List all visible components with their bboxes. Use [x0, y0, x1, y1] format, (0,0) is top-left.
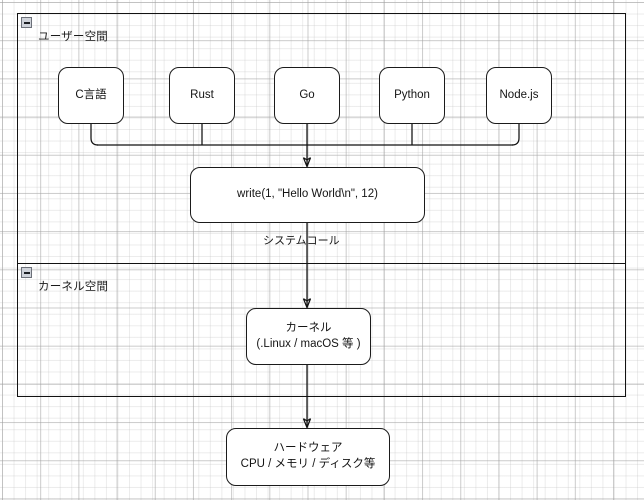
node-label: カーネル — [285, 321, 332, 334]
node-syscall-write[interactable]: write(1, "Hello World\n", 12) — [190, 167, 425, 223]
node-label: Node.js — [499, 88, 539, 101]
node-label: C言語 — [75, 88, 107, 101]
lane-kernel-space[interactable] — [17, 263, 626, 397]
node-hardware[interactable]: ハードウェア CPU / メモリ / ディスク等 — [226, 428, 390, 486]
node-language-go[interactable]: Go — [274, 67, 340, 124]
lane-label-user-space: ユーザー空間 — [38, 31, 108, 43]
node-label: Rust — [190, 88, 214, 101]
node-label: write(1, "Hello World\n", 12) — [237, 188, 378, 201]
node-label: Python — [394, 88, 430, 101]
node-kernel[interactable]: カーネル (.Linux / macOS 等 ) — [246, 308, 371, 365]
node-language-rust[interactable]: Rust — [169, 67, 235, 124]
node-sublabel: (.Linux / macOS 等 ) — [256, 337, 361, 350]
node-language-c[interactable]: C言語 — [58, 67, 124, 124]
minus-toggle-icon-user-space[interactable] — [21, 17, 32, 28]
node-language-python[interactable]: Python — [379, 67, 445, 124]
edge-label-system-call: システムコール — [263, 235, 340, 247]
node-language-nodejs[interactable]: Node.js — [486, 67, 552, 124]
node-label: ハードウェア — [273, 442, 343, 455]
node-sublabel: CPU / メモリ / ディスク等 — [240, 458, 376, 470]
lane-label-kernel-space: カーネル空間 — [38, 281, 109, 293]
minus-toggle-icon-kernel-space[interactable] — [21, 267, 32, 278]
node-label: Go — [299, 88, 315, 101]
lane-user-space[interactable] — [17, 13, 626, 264]
